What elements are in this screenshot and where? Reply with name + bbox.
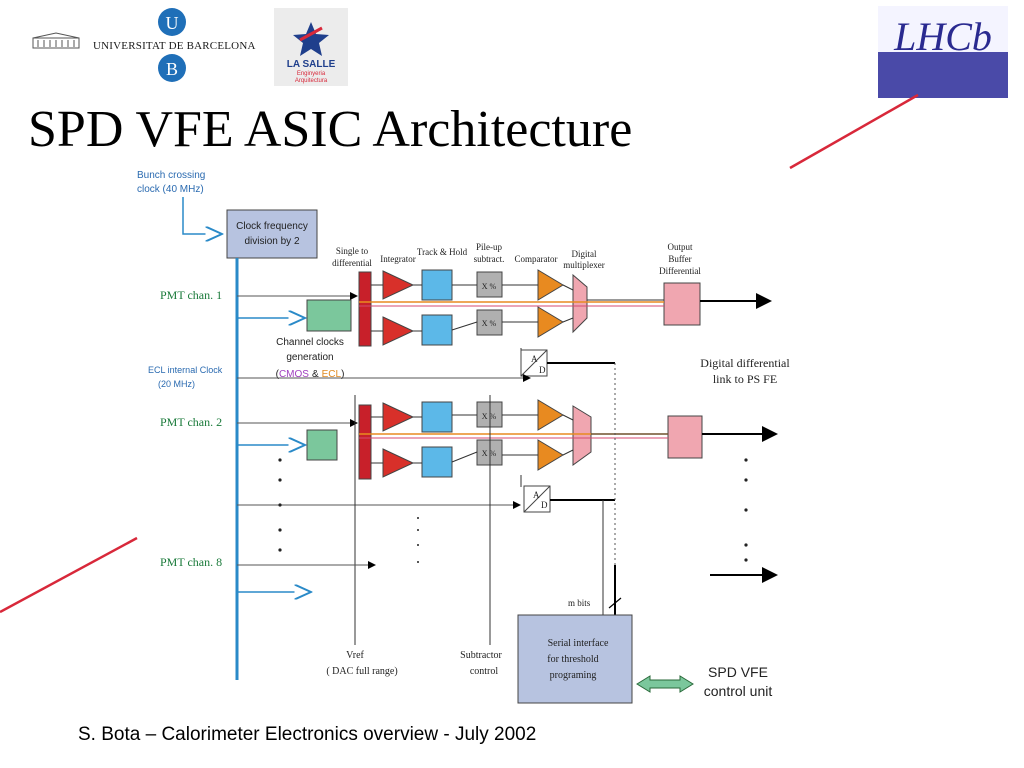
clock-input-arrow <box>182 197 222 234</box>
university-name: UNIVERSITAT DE BARCELONA <box>93 40 256 52</box>
integrator-2b <box>382 448 415 478</box>
channel-clocks-close: ) <box>341 369 344 380</box>
la-salle-line2: Arquitectura <box>295 78 328 84</box>
stage-label-single-to-diff-1: Single to <box>336 246 369 256</box>
university-logo: U B <box>32 8 186 82</box>
la-salle-line1: Enginyeria <box>297 71 326 77</box>
stage-label-buffer-2: Buffer <box>668 254 691 264</box>
pileup-subtract-1a <box>476 271 503 298</box>
stage-label-single-to-diff-2: differential <box>332 258 372 268</box>
digital-mux-1 <box>572 273 588 334</box>
track-hold-1a <box>421 269 453 301</box>
channel-clocks-ecl: ECL <box>322 369 342 380</box>
channel-clocks-open: ( <box>276 369 280 380</box>
slide-footer: S. Bota – Calorimeter Electronics overvi… <box>78 724 537 745</box>
single-to-diff-2 <box>358 404 372 480</box>
channel-clocks-label-2: generation <box>286 352 333 363</box>
channel-clocks-label-3: (CMOS&ECL) <box>276 369 345 380</box>
serial-interface-label-3: programing <box>550 670 597 681</box>
ad-1-a: A <box>531 354 538 364</box>
link-label-1: Digital differential <box>700 356 790 370</box>
control-unit-label-1: SPD VFE <box>708 664 768 680</box>
track-hold-1b <box>421 314 453 346</box>
subtract-label-2b: X % <box>482 449 497 458</box>
university-b-badge <box>158 54 186 82</box>
stage-label-track-hold: Track & Hold <box>417 247 468 257</box>
ad-2-a: A <box>533 490 540 500</box>
serial-interface-block <box>517 614 633 704</box>
bidirectional-arrow-icon <box>636 675 694 693</box>
vref-label-2: ( DAC full range) <box>326 666 397 677</box>
integrator-1a <box>382 270 415 300</box>
digital-mux-2 <box>572 405 592 466</box>
subtract-label-2a: X % <box>482 412 497 421</box>
stage-label-mux-2: multiplexer <box>563 260 605 270</box>
stage-label-integrator: Integrator <box>380 254 415 264</box>
track-hold-2a <box>421 401 453 433</box>
pileup-subtract-1b <box>476 309 503 336</box>
stage-label-mux-1: Digital <box>572 249 597 259</box>
track-hold-2b <box>421 446 453 478</box>
single-to-diff-1 <box>358 271 372 347</box>
stage-label-buffer-3: Differential <box>659 266 701 276</box>
channel-clocks-label-1: Channel clocks <box>276 337 344 348</box>
subtract-label-1b: X % <box>482 319 497 328</box>
control-unit-label-2: control unit <box>704 683 773 699</box>
university-letter-b: B <box>166 59 178 79</box>
comparator-2a <box>537 399 564 431</box>
clock-division-label-1: Clock frequency <box>236 221 308 232</box>
clock-division-label-2: division by 2 <box>244 236 299 247</box>
lhcb-logo: LHCb <box>878 6 1008 98</box>
ad-2-d: D <box>541 500 548 510</box>
comparator-1a <box>537 269 564 301</box>
accent-line-top <box>789 93 919 170</box>
integrator-2a <box>382 402 415 432</box>
m-bits-label: m bits <box>568 598 591 608</box>
comparator-2b <box>537 439 564 471</box>
accent-line-bottom <box>0 536 138 614</box>
channel-2: PMT chan. 2 X % X % A D <box>160 399 778 513</box>
clock-division-block <box>226 209 318 259</box>
slide-title: SPD VFE ASIC Architecture <box>28 101 633 158</box>
channel-clocks-cmos: CMOS <box>279 369 309 380</box>
university-u-badge <box>158 8 186 36</box>
stage-label-pileup-2: subtract. <box>474 254 505 264</box>
channel-clock-gen-1 <box>306 299 352 332</box>
subtractor-label-2: control <box>470 666 499 677</box>
stage-label-buffer-1: Output <box>667 242 693 252</box>
pmt-chan-8-label: PMT chan. 8 <box>160 555 222 569</box>
channel-clocks-amp: & <box>312 369 319 380</box>
la-salle-name: LA SALLE <box>287 59 336 70</box>
channel-clock-gen-2 <box>306 429 338 461</box>
stage-label-pileup-1: Pile-up <box>476 242 502 252</box>
channel-1: PMT chan. 1 X % X % A D <box>160 269 772 377</box>
stage-label-comparator: Comparator <box>515 254 558 264</box>
integrator-1b <box>382 316 415 346</box>
pmt-chan-2-label: PMT chan. 2 <box>160 415 222 429</box>
lhcb-logo-text: LHCb <box>893 14 992 59</box>
subtractor-label-1: Subtractor <box>460 650 502 661</box>
ad-1-d: D <box>539 365 546 375</box>
university-letter-u: U <box>166 13 179 33</box>
serial-interface-label-2: for threshold <box>547 654 598 665</box>
clock-input-label-2: clock (40 MHz) <box>137 184 204 195</box>
la-salle-logo: LA SALLE Enginyeria Arquitectura <box>274 8 348 86</box>
comparator-1b <box>537 306 564 338</box>
la-salle-star-icon <box>293 22 329 56</box>
clock-input-label-1: Bunch crossing <box>137 170 205 181</box>
continuation-dots <box>278 458 748 563</box>
pmt-chan-1-label: PMT chan. 1 <box>160 288 222 302</box>
ecl-clock-label-2: (20 MHz) <box>158 379 195 389</box>
output-buffer-2 <box>667 415 703 459</box>
subtract-label-1a: X % <box>482 282 497 291</box>
output-buffer-1 <box>663 282 701 326</box>
link-label-2: link to PS FE <box>713 372 777 386</box>
ecl-clock-label-1: ECL internal Clock <box>148 365 223 375</box>
serial-interface-label-1: Serial interface <box>548 638 609 649</box>
vref-label-1: Vref <box>346 650 364 661</box>
